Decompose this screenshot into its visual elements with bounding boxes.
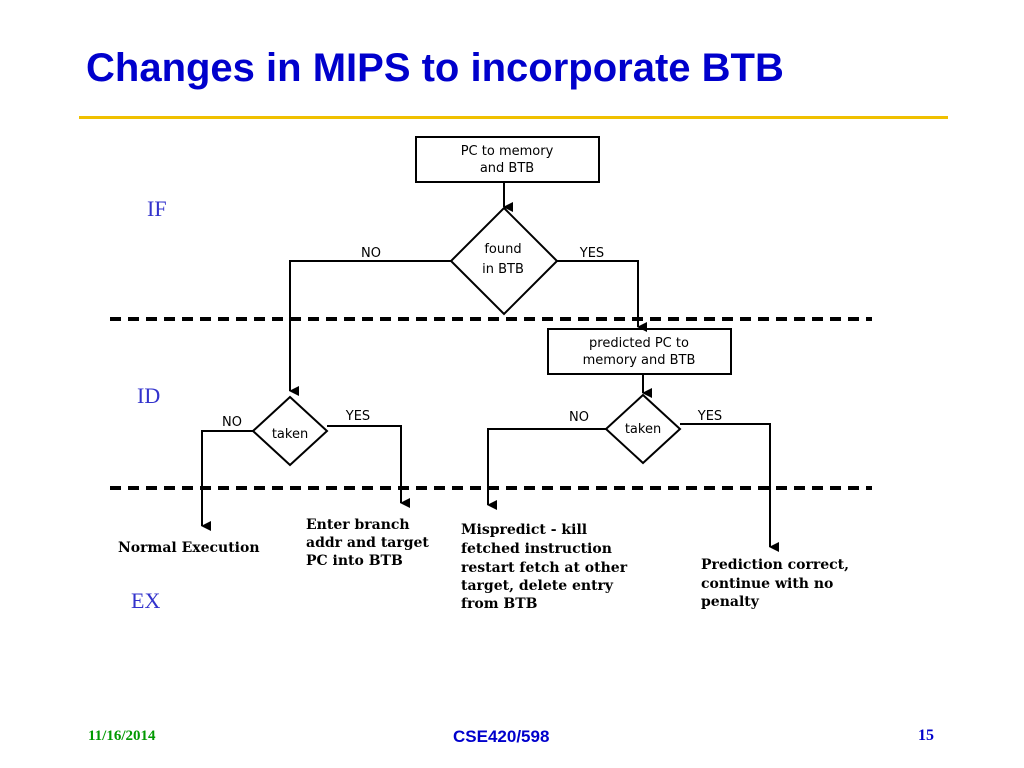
taken-left-label: taken [272,427,308,442]
pc-box-line-1: PC to memory [461,144,554,159]
title-underline [79,116,948,119]
edge-found-no [289,260,451,396]
outcome-mispredict-4: target, delete entry [461,578,614,594]
edge-left-yes [327,425,410,508]
footer-course: CSE420/598 [453,727,550,746]
taken-diamond-right [604,393,682,465]
edge-right-yes [680,423,779,552]
outcome-enter-branch-1: Enter branch [306,517,410,533]
taken-right-label: taken [625,422,661,437]
edge-label-found-no: NO [361,246,381,261]
pc-to-memory-box [415,136,600,183]
stage-label-if: IF [147,196,167,221]
outcome-mispredict-1: Mispredict - kill [461,522,587,538]
slide-title: Changes in MIPS to incorporate BTB [86,46,784,90]
edge-found-yes [557,260,647,332]
stage-label-ex: EX [131,588,160,613]
edge-label-left-no: NO [222,415,242,430]
outcome-mispredict-2: fetched instruction [461,541,612,557]
edge-left-no [201,430,253,531]
predicted-line-2: memory and BTB [583,353,696,368]
stage-label-id: ID [137,383,160,408]
outcome-correct-1: Prediction correct, [701,557,849,573]
outcome-enter-branch-2: addr and target [306,535,429,551]
taken-diamond-left [251,395,329,467]
outcome-mispredict-3: restart fetch at other [461,560,628,576]
outcome-correct-2: continue with no [701,576,833,592]
outcome-correct-3: penalty [701,594,760,610]
outcome-enter-branch-3: PC into BTB [306,553,403,569]
outcome-mispredict-5: from BTB [461,596,538,612]
found-line-1: found [484,242,521,257]
footer-date: 11/16/2014 [88,728,156,744]
found-in-btb-diamond [449,206,559,316]
edge-label-right-no: NO [569,410,589,425]
pc-box-line-2: and BTB [480,161,534,176]
page-number: 15 [918,727,934,744]
predicted-line-1: predicted PC to [589,336,689,351]
found-line-2: in BTB [482,262,524,277]
outcome-normal-execution: Normal Execution [118,540,260,556]
edge-label-left-yes: YES [345,409,370,424]
edge-right-no [487,428,606,510]
edge-label-right-yes: YES [697,409,722,424]
edge-label-found-yes: YES [579,246,604,261]
